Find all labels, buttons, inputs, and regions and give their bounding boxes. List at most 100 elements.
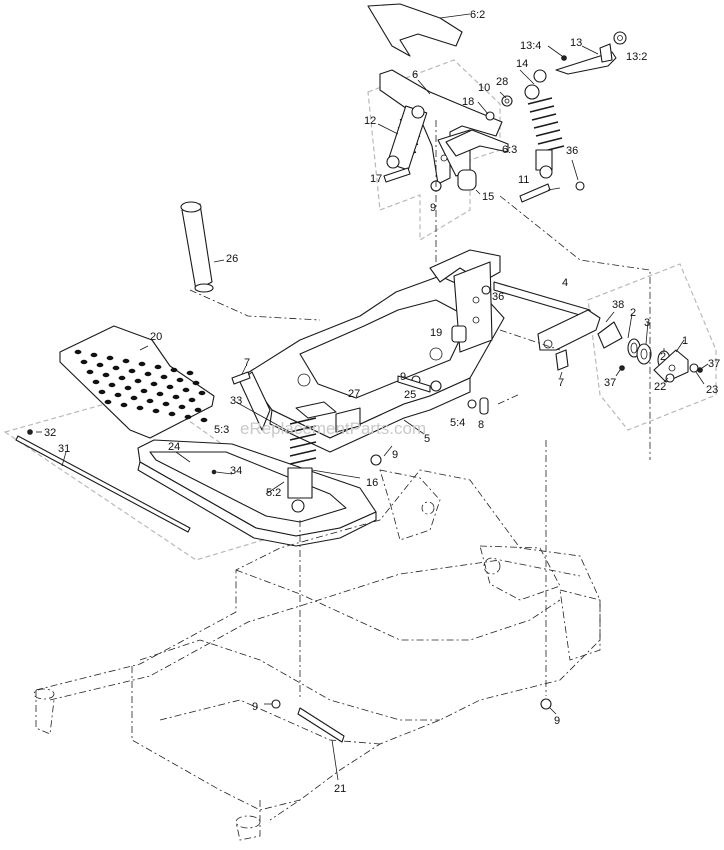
nut-5-4 [467,399,477,409]
callout-13-2: 13:2 [626,51,647,63]
seat-bracket-6-3 [445,129,509,157]
callout-9-frame-left: 9 [252,701,258,713]
nut-36 [575,181,585,191]
perforation-hole [176,377,184,383]
shock-absorber-16 [287,401,337,513]
callout-37-right: 37 [708,358,720,370]
callout-8: 8 [478,419,484,431]
callout-38: 38 [612,299,624,311]
perforation-hole [134,378,142,384]
callout-36-top: 36 [566,145,578,157]
callout-2-left: 2 [630,307,636,319]
callout-15: 15 [482,191,494,203]
callout-26: 26 [226,253,238,265]
callout-37-left: 37 [604,377,616,389]
callout-4: 4 [562,277,568,289]
callout-33: 33 [230,395,242,407]
perforation-hole [102,372,110,378]
rod-31 [15,435,191,533]
callout-34: 34 [230,465,242,477]
pivot-shaft-4 [493,281,591,319]
perforation-hole [194,407,202,413]
callout-36-mid: 36 [492,291,504,303]
washer-22 [665,373,675,383]
callout-9-mid: 9 [400,371,406,383]
bolt-21 [297,707,345,743]
callout-25: 25 [404,389,416,401]
perforation-hole [74,349,82,355]
perforation-hole [136,405,144,411]
perforation-hole [166,384,174,390]
callout-5-3: 5:3 [214,424,229,436]
perforation-hole [172,394,180,400]
callout-14: 14 [516,58,528,70]
callout-31: 31 [58,443,70,455]
perforation-hole [80,359,88,365]
perforation-hole [160,374,168,380]
chassis-frame [33,469,601,841]
callout-2-right: 2 [660,351,666,363]
perforation-hole [162,401,170,407]
nut-36b [481,285,491,295]
perforation-hole [130,395,138,401]
pivot-subassembly-frame [587,263,717,431]
callout-3: 3 [644,317,650,329]
callout-12: 12 [364,115,376,127]
callout-17: 17 [370,173,382,185]
footplate-20 [59,325,215,439]
perforation-hole [146,398,154,404]
nut-9-frame-right [540,698,552,710]
callout-6-2: 6:2 [470,9,485,21]
watermark: eReplacementParts.com [240,419,426,438]
nut-37-left [619,365,625,371]
pin-34 [211,469,217,475]
perforation-hole [156,391,164,397]
callout-13-4: 13:4 [520,40,541,52]
callout-19: 19 [430,327,442,339]
pin-8 [479,397,489,415]
callout-16: 16 [366,477,378,489]
perforation-hole [200,417,208,423]
pin-13-2 [599,43,613,63]
perforation-hole [128,368,136,374]
spacer-15 [457,169,477,191]
perforation-hole [90,352,98,358]
perforation-hole [120,402,128,408]
plate-38 [597,321,623,349]
callout-21: 21 [334,783,346,795]
callout-7-left: 7 [244,357,250,369]
perforation-hole [178,404,186,410]
callout-18: 18 [462,96,474,108]
bumper-tube-26 [180,201,214,293]
washer-25 [430,380,442,392]
callout-23: 23 [706,384,718,396]
pivot-arm [537,309,601,351]
callout-22: 22 [654,381,666,393]
bolt-7-right [555,349,569,371]
callout-24: 24 [168,441,180,453]
perforation-hole [182,387,190,393]
bumper-19 [451,325,467,343]
callout-6-3: 6:3 [502,144,517,156]
nut-9-frame-left [271,699,281,709]
callout-1: 1 [682,335,688,347]
perforation-hole [96,362,104,368]
perforation-hole [186,370,194,376]
perforation-hole [154,364,162,370]
perforation-hole [108,382,116,388]
callout-13: 13 [570,37,582,49]
perforation-hole [112,365,120,371]
callout-11: 11 [518,174,529,186]
shock-absorber-12 [386,105,428,171]
callout-20: 20 [150,331,162,343]
perforation-hole [184,414,192,420]
pin-32 [27,429,33,435]
perforation-hole [114,392,122,398]
bolt-11 [519,183,551,203]
bolt-17 [383,167,411,183]
callout-32: 32 [44,427,56,439]
callout-5-4: 5:4 [450,417,465,429]
bolt-23 [689,363,699,373]
perforation-hole [144,371,152,377]
